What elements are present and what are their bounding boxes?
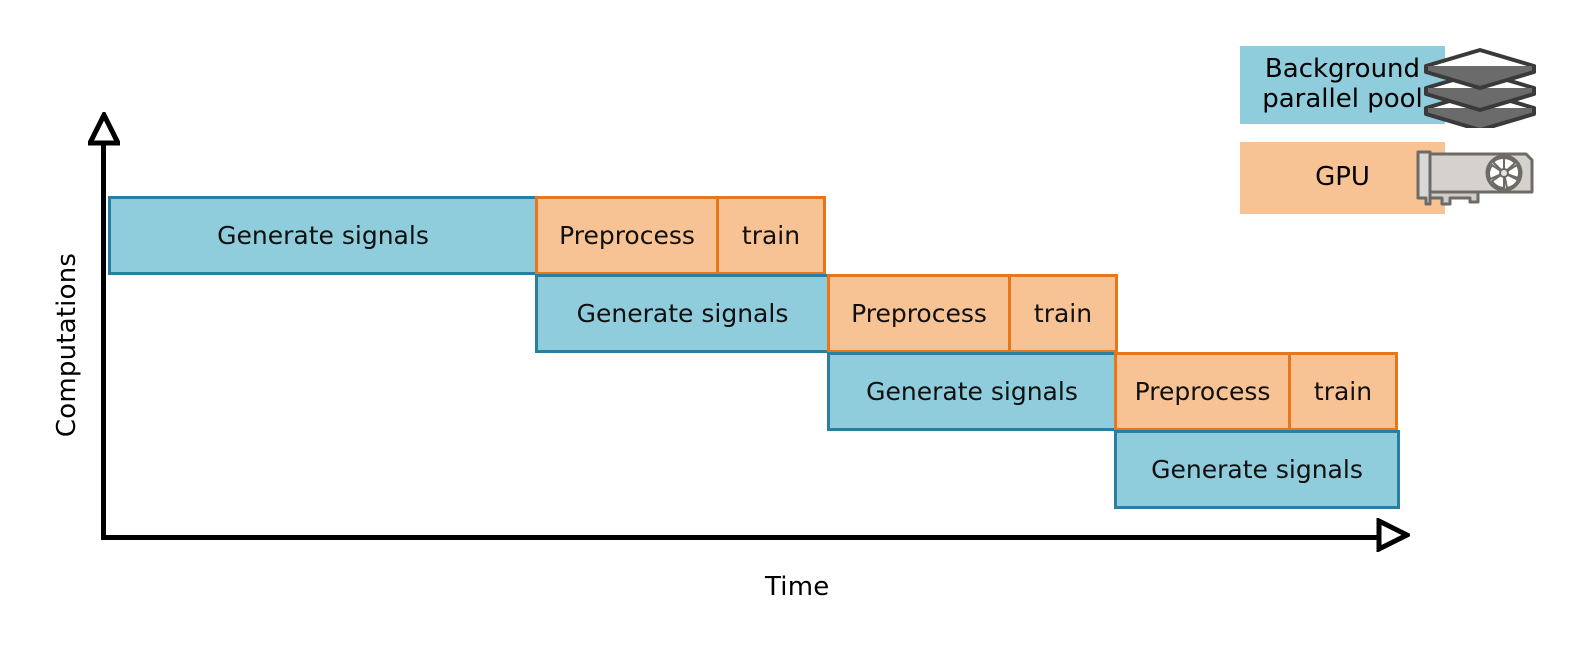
timeline-block-generate-signals-row4: Generate signals	[1114, 430, 1400, 509]
timeline-block-preprocess-row1: Preprocess	[535, 196, 719, 275]
legend-label-pool-line2: parallel pool	[1262, 84, 1423, 114]
timeline-block-generate-signals-row3: Generate signals	[827, 352, 1117, 431]
timeline-block-preprocess-row2: Preprocess	[827, 274, 1011, 353]
legend-label-gpu: GPU	[1315, 162, 1370, 193]
legend-swatch-background-parallel-pool: Background parallel pool	[1240, 46, 1445, 124]
arrow-right-open-triangle-icon	[1376, 516, 1413, 554]
legend-swatch-gpu: GPU	[1240, 142, 1445, 214]
graphics-card-icon	[1408, 148, 1540, 214]
y-axis-label: Computations	[52, 252, 83, 438]
x-axis-line	[101, 535, 1386, 540]
x-axis-label: Time	[765, 572, 830, 602]
timeline-block-generate-signals-row2: Generate signals	[535, 274, 830, 353]
server-stack-icon	[1421, 42, 1539, 132]
legend-label-pool-line1: Background	[1264, 54, 1421, 85]
timeline-block-train-row2: train	[1008, 274, 1118, 353]
timeline-block-preprocess-row3: Preprocess	[1114, 352, 1291, 431]
timeline-block-train-row3: train	[1288, 352, 1398, 431]
y-axis-line	[101, 140, 106, 540]
timeline-block-train-row1: train	[716, 196, 826, 275]
arrow-up-open-triangle-icon	[85, 109, 123, 146]
timeline-block-generate-signals-row1: Generate signals	[108, 196, 538, 275]
